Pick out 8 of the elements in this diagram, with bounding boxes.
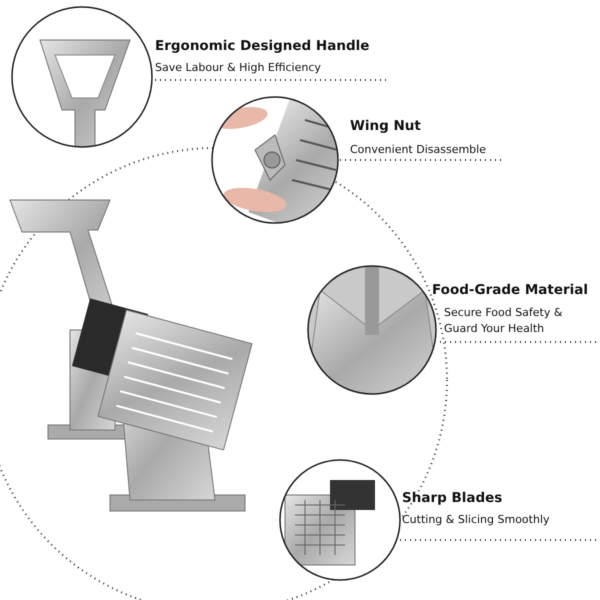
feature-heading: Food-Grade Material [432,282,588,298]
feature-description: Secure Food Safety & Guard Your Health [444,305,564,337]
feature-description: Convenient Disassemble [350,142,486,158]
feature-description: Cutting & Slicing Smoothly [402,512,550,528]
feature-description: Save Labour & High Efficiency [155,60,321,76]
feature-heading: Wing Nut [350,118,421,134]
feature-heading: Ergonomic Designed Handle [155,38,370,54]
feature-heading: Sharp Blades [402,490,502,506]
